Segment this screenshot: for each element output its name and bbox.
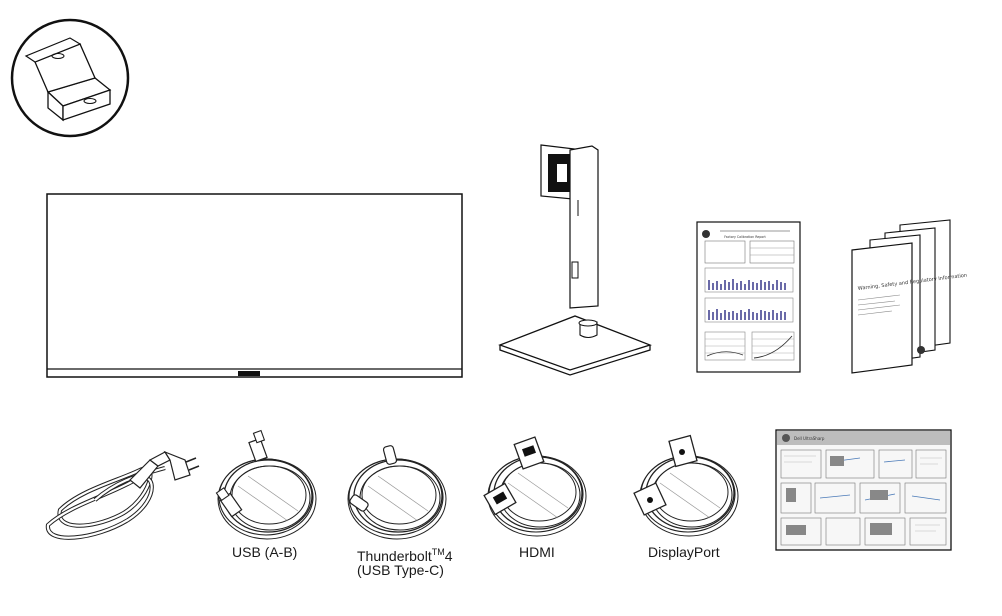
monitor-logo <box>238 371 260 376</box>
thunderbolt-cable-illustration <box>347 445 447 540</box>
stand-illustration <box>498 144 652 376</box>
power-cable-illustration <box>45 450 200 540</box>
trademark-symbol: TM <box>431 547 445 557</box>
hdmi-cable-illustration <box>483 436 587 537</box>
dell-logo-icon <box>917 346 925 354</box>
thunderbolt-cable-label: ThunderboltTM4 <box>357 543 453 565</box>
monitor-illustration <box>46 193 463 378</box>
calibration-report-title: Factory Calibration Report <box>724 235 766 239</box>
safety-regulatory-booklet: Warning, Safety and Regulatory Informati… <box>851 219 967 374</box>
usb-ab-cable-illustration <box>215 429 317 540</box>
thunderbolt-version: 4 <box>444 548 453 564</box>
thunderbolt-cable-label-line2: (USB Type-C) <box>357 562 444 578</box>
usb-ab-cable-label: USB (A-B) <box>232 544 298 560</box>
thunderbolt-label-text: Thunderbolt <box>357 548 432 564</box>
displayport-cable-label: DisplayPort <box>648 544 720 560</box>
calibration-report-document: Factory Calibration Report <box>696 221 801 373</box>
packaging-box-icon <box>10 18 130 138</box>
quick-setup-guide-title: Dell UltraSharp <box>794 436 825 441</box>
displayport-cable-illustration <box>633 434 739 537</box>
hdmi-cable-label: HDMI <box>519 544 555 560</box>
dell-logo-icon <box>702 230 710 238</box>
dell-logo-icon <box>782 434 790 442</box>
quick-setup-guide: Dell UltraSharp <box>775 429 952 551</box>
